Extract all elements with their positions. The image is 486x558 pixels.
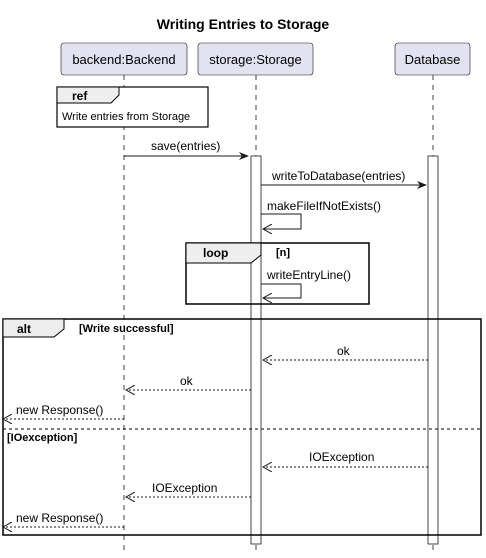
loop-keyword: loop [203,246,228,260]
ref-frame: ref Write entries from Storage [56,86,209,128]
message-ok-to-backend: ok [126,374,251,390]
loop-guard: [n] [276,247,290,259]
alt-guard: [Write successful] [79,323,174,335]
alt-else-guard: [IOexception] [7,432,78,444]
message-label: makeFileIfNotExists() [267,199,381,213]
participant-storage-label: storage:Storage [209,52,302,67]
message-label: new Response() [16,403,103,417]
participant-database: Database [394,42,471,76]
self-message-make-file: makeFileIfNotExists() [261,199,381,229]
message-ioexception-to-backend: IOException [126,481,251,497]
message-label: ok [180,374,194,388]
ref-keyword: ref [72,89,88,103]
message-save-entries: save(entries) [124,139,249,160]
self-message-write-entry-line [261,283,302,298]
message-label: ok [337,344,351,358]
participant-backend: backend:Backend [60,42,188,76]
message-label: new Response() [16,511,103,525]
loop-message-label: writeEntryLine() [266,268,351,282]
loop-frame: loop [n] writeEntryLine() [185,242,370,305]
participant-storage: storage:Storage [197,42,314,76]
message-new-response-error: new Response() [3,511,124,527]
participant-database-label: Database [405,52,461,67]
message-write-to-database: writeToDatabase(entries) [261,169,427,189]
message-label: IOException [152,481,217,495]
message-label: save(entries) [151,139,220,153]
message-label: IOException [309,450,374,464]
activation-database [427,155,439,545]
diagram-title: Writing Entries to Storage [157,16,330,32]
message-ok-from-database: ok [263,344,428,360]
message-ioexception-from-database: IOException [263,450,428,467]
alt-keyword: alt [17,322,31,336]
activation-storage [250,155,262,545]
ref-text: Write entries from Storage [62,111,190,123]
participant-backend-label: backend:Backend [72,52,175,67]
message-new-response-success: new Response() [3,403,124,419]
message-label: writeToDatabase(entries) [271,169,405,183]
alt-frame: alt [Write successful] ok ok new Respons… [3,318,482,536]
